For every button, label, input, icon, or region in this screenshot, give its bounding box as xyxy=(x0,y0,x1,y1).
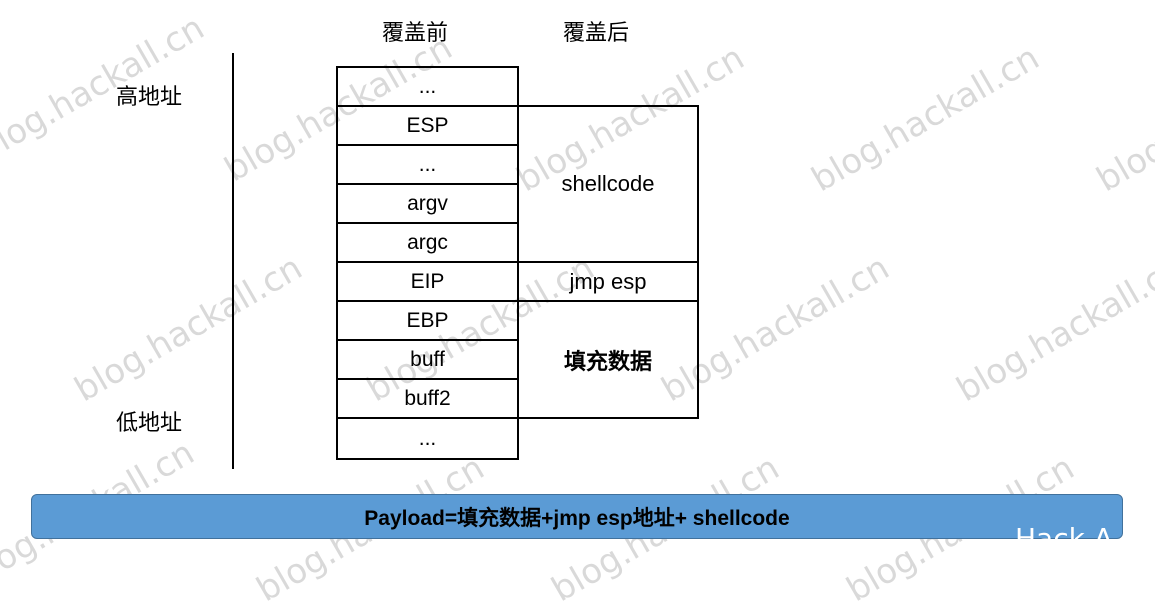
stack-cell-buff2: buff2 xyxy=(338,380,517,419)
stack-cell-ellipsis-bottom: ... xyxy=(418,426,437,450)
stack-before: ... ESP ... argv argc EIP EBP buff buff2… xyxy=(336,66,519,460)
stack-cell-eip: EIP xyxy=(338,263,517,302)
after-jmp-esp-block: jmp esp xyxy=(517,261,699,302)
high-address-label: 高地址 xyxy=(116,85,183,110)
stack-cell-ellipsis-mid: ... xyxy=(338,146,517,185)
header-before: 覆盖前 xyxy=(382,21,449,46)
payload-bar: Payload=填充数据+jmp esp地址+ shellcode xyxy=(31,494,1123,539)
brand-logo-text: Hack A xyxy=(1015,522,1113,555)
stack-cell-buff: buff xyxy=(338,341,517,380)
watermark: blog.hackall.cn xyxy=(805,37,1046,201)
after-shellcode-block: shellcode xyxy=(517,105,699,263)
address-axis-line xyxy=(232,53,234,469)
header-after: 覆盖后 xyxy=(563,21,630,46)
after-fill-data-block: 填充数据 xyxy=(517,300,699,419)
watermark: blog.hackall.cn xyxy=(1090,37,1155,201)
stack-cell-ellipsis-top: ... xyxy=(338,68,517,107)
stack-cell-ebp: EBP xyxy=(338,302,517,341)
low-address-label: 低地址 xyxy=(116,411,183,436)
watermark: blog.hackall.cn xyxy=(950,247,1155,410)
stack-cell-argc: argc xyxy=(338,224,517,263)
stack-cell-esp: ESP xyxy=(338,107,517,146)
payload-formula: Payload=填充数据+jmp esp地址+ shellcode xyxy=(364,506,790,530)
stack-cell-argv: argv xyxy=(338,185,517,224)
watermark: blog.hackall.cn xyxy=(68,247,309,410)
